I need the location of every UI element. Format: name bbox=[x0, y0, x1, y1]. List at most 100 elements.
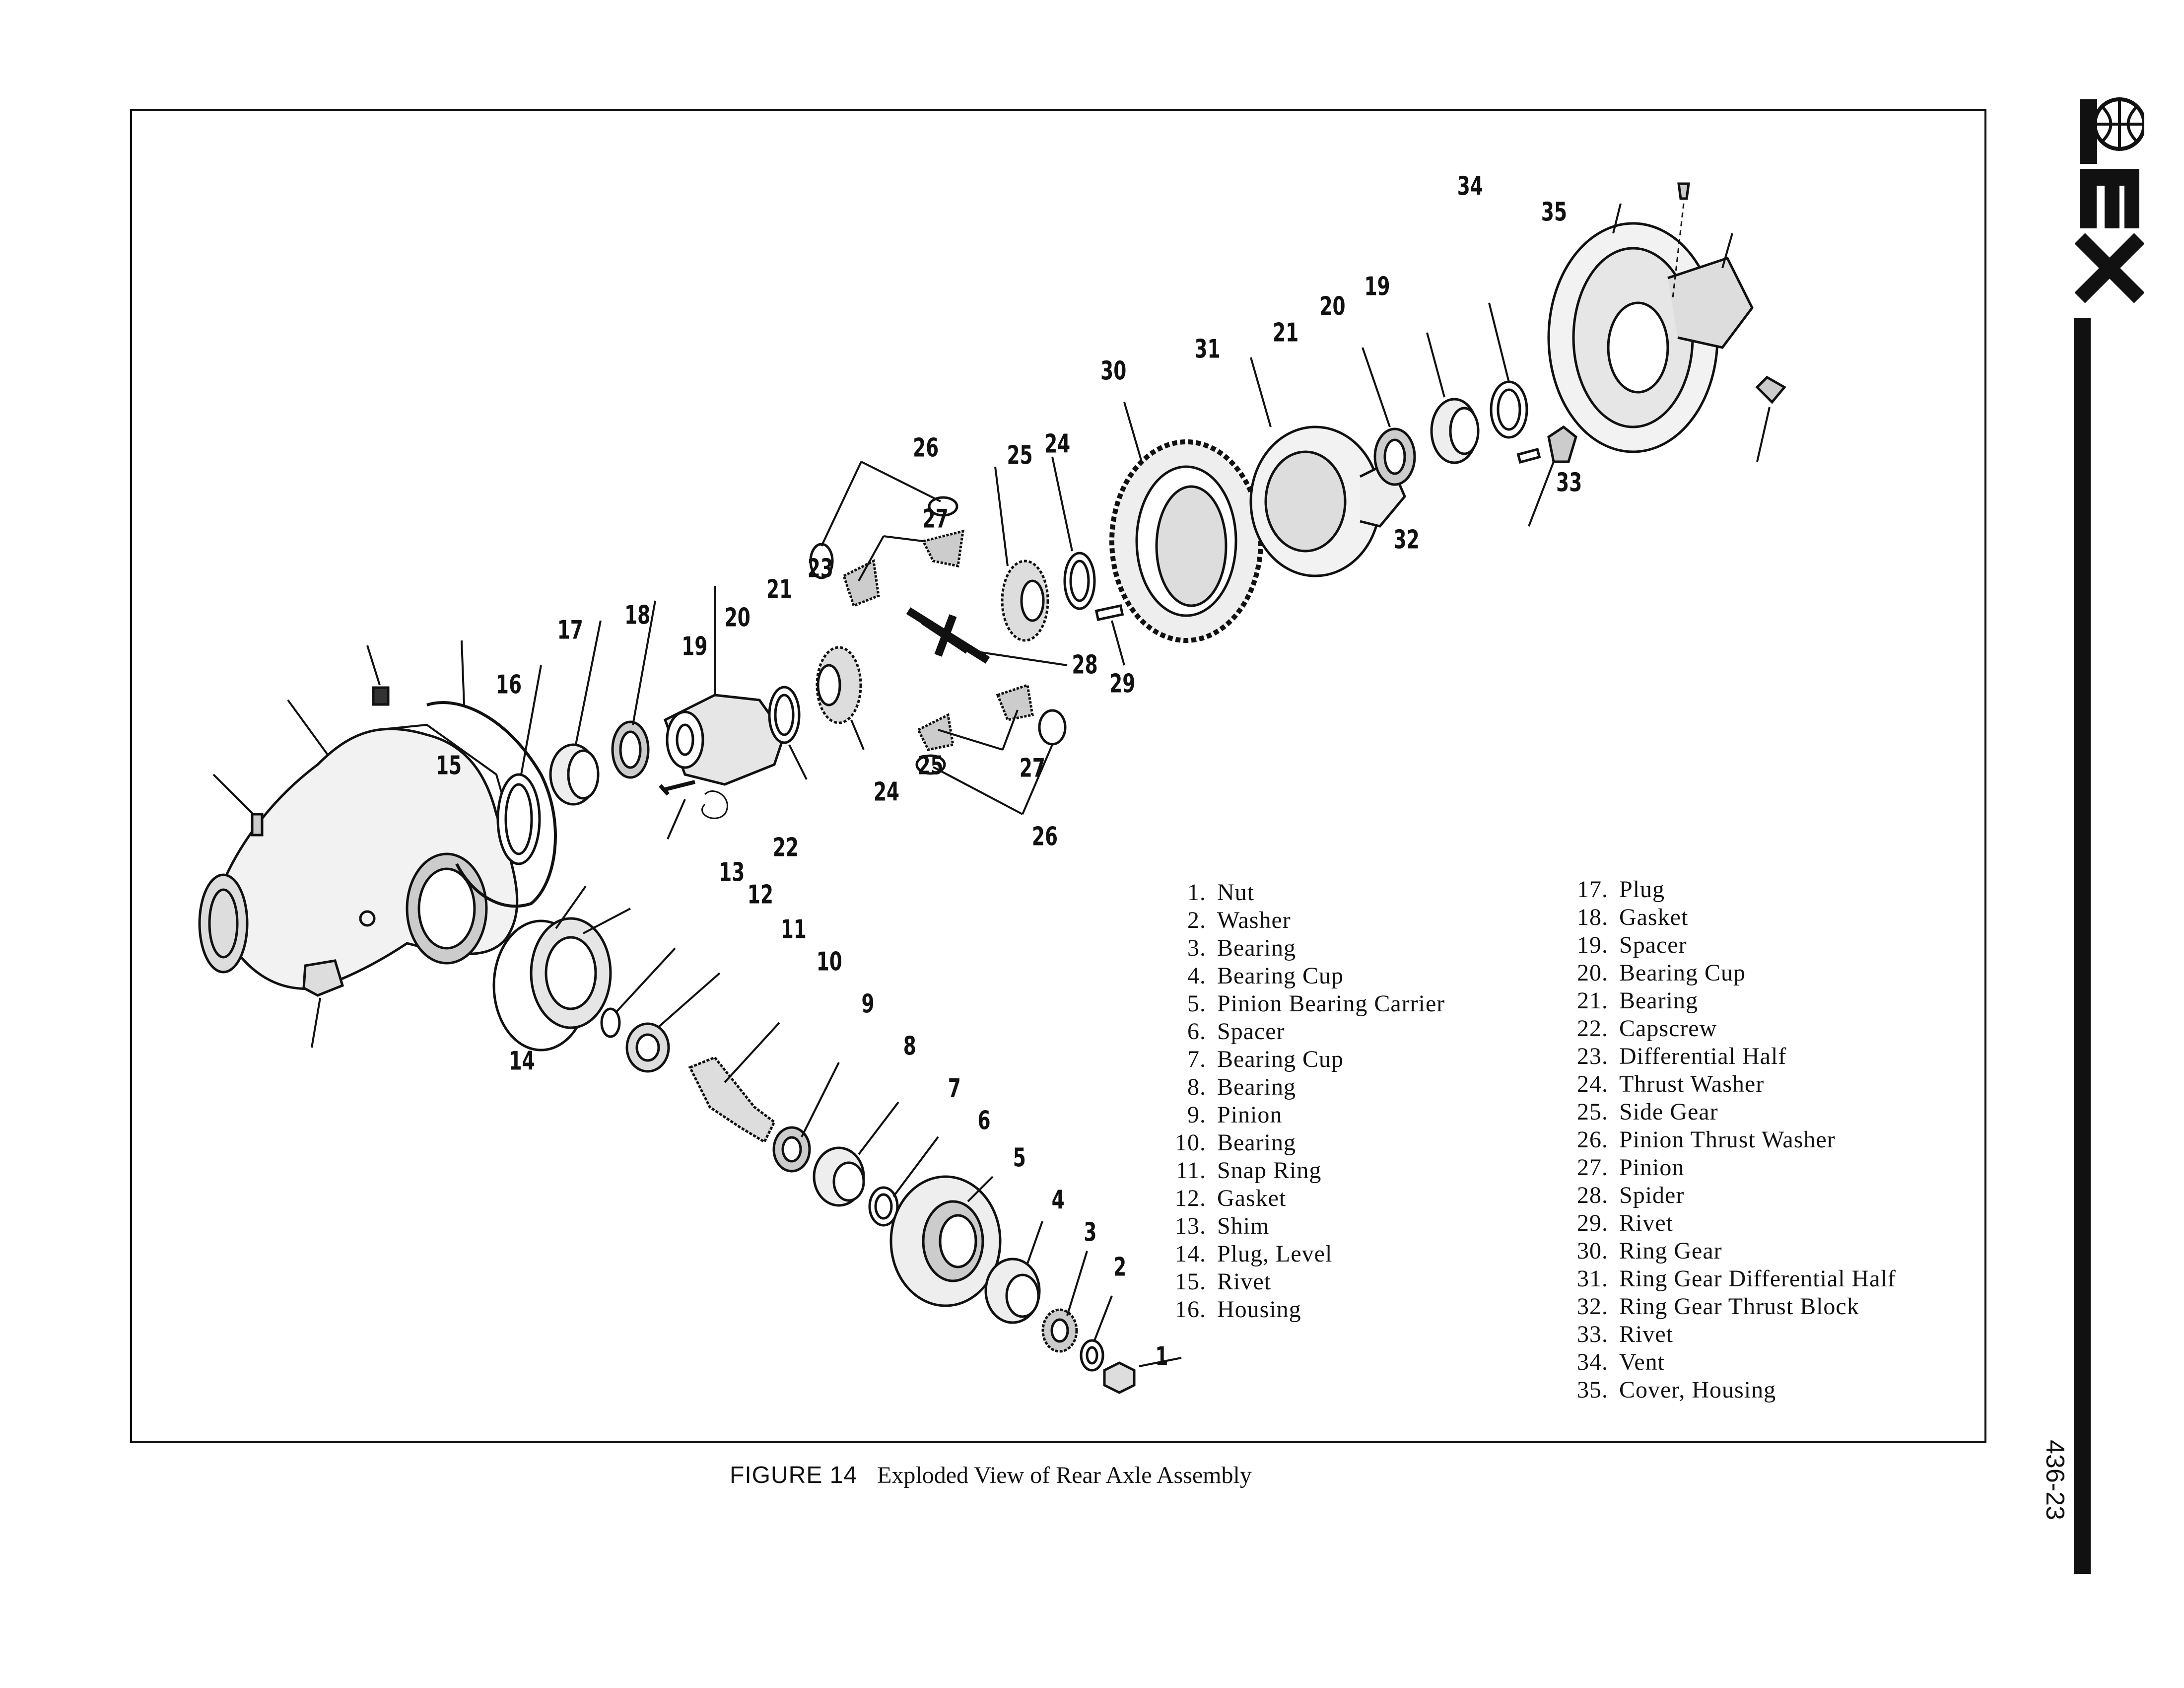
legend-part-name: Bearing Cup bbox=[1217, 963, 1344, 989]
callout-20b: 20 bbox=[1320, 291, 1346, 321]
legend-number: 35. bbox=[1577, 1377, 1608, 1403]
callout-34: 34 bbox=[1457, 171, 1483, 201]
vent-part bbox=[1677, 182, 1690, 200]
callout-17: 17 bbox=[557, 615, 583, 645]
legend-part-name: Plug bbox=[1619, 876, 1665, 903]
legend-number: 25. bbox=[1577, 1099, 1608, 1125]
legend-part-name: Bearing Cup bbox=[1217, 1046, 1344, 1072]
legend-item: 21. Bearing bbox=[1559, 987, 1896, 1015]
legend-part-name: Gasket bbox=[1217, 1185, 1287, 1211]
legend-number: 31. bbox=[1577, 1266, 1608, 1292]
legend-part-name: Cover, Housing bbox=[1619, 1377, 1776, 1403]
ring-gear-part bbox=[1109, 439, 1263, 643]
legend-item: 18.Gasket bbox=[1559, 904, 1896, 931]
callout-27b: 27 bbox=[1020, 753, 1045, 783]
legend-item: 4. Bearing Cup bbox=[1157, 962, 1445, 990]
legend-part-name: Shim bbox=[1217, 1213, 1270, 1239]
legend-part-name: Capscrew bbox=[1619, 1015, 1717, 1042]
legend-part-name: Bearing bbox=[1217, 1074, 1296, 1100]
legend-part-name: Ring Gear bbox=[1619, 1238, 1722, 1264]
pinion-part-27c bbox=[916, 713, 955, 751]
callout-14: 14 bbox=[509, 1046, 535, 1076]
legend-item: 9.Pinion bbox=[1157, 1101, 1445, 1129]
side-rule bbox=[2074, 318, 2091, 1574]
callout-19a: 19 bbox=[682, 631, 707, 661]
legend-number: 7. bbox=[1187, 1046, 1206, 1072]
callout-16: 16 bbox=[496, 669, 522, 700]
callout-2: 2 bbox=[1113, 1252, 1126, 1282]
callout-26a: 26 bbox=[913, 432, 939, 463]
legend-item: 19.Spacer bbox=[1559, 931, 1896, 959]
callout-26b: 26 bbox=[1032, 821, 1058, 851]
legend-number: 4. bbox=[1187, 963, 1206, 989]
legend-part-name: Bearing bbox=[1619, 987, 1698, 1014]
legend-number: 16. bbox=[1175, 1296, 1206, 1323]
legend-part-name: Pinion bbox=[1619, 1154, 1685, 1181]
legend-item: 22.Capscrew bbox=[1559, 1015, 1896, 1043]
legend-item: 1.Nut bbox=[1157, 879, 1445, 907]
legend-part-name: Plug, Level bbox=[1217, 1241, 1333, 1267]
legend-number: 27. bbox=[1577, 1154, 1608, 1181]
legend-item: 33. Rivet bbox=[1559, 1321, 1896, 1348]
legend-item: 29.Rivet bbox=[1559, 1209, 1896, 1237]
callout-3: 3 bbox=[1084, 1217, 1096, 1247]
legend-number: 5. bbox=[1187, 990, 1206, 1017]
legend-part-name: Spacer bbox=[1619, 932, 1687, 958]
callout-27a: 27 bbox=[923, 503, 949, 534]
legend-item: 20.Bearing Cup bbox=[1559, 959, 1896, 987]
callout-7: 7 bbox=[948, 1073, 961, 1103]
figure-label: FIGURE 14 bbox=[730, 1462, 858, 1488]
legend-part-name: Snap Ring bbox=[1217, 1157, 1322, 1184]
legend-item: 2.Washer bbox=[1157, 907, 1445, 934]
legend-number: 6. bbox=[1187, 1018, 1206, 1045]
legend-item: 13. Shim bbox=[1157, 1212, 1445, 1240]
legend-number: 9. bbox=[1187, 1102, 1206, 1128]
rivet-part-15 bbox=[251, 813, 264, 837]
legend-part-name: Bearing Cup bbox=[1619, 960, 1746, 986]
legend-number: 15. bbox=[1175, 1268, 1206, 1295]
callout-19b: 19 bbox=[1365, 271, 1390, 301]
figure-caption: FIGURE 14 Exploded View of Rear Axle Ass… bbox=[730, 1462, 1252, 1489]
pinion-part-27b bbox=[921, 529, 965, 567]
legend-item: 27. Pinion bbox=[1559, 1154, 1896, 1182]
legend-part-name: Thrust Washer bbox=[1619, 1071, 1765, 1097]
ring-gear-differential-half-part bbox=[1249, 425, 1406, 577]
callout-15: 15 bbox=[436, 750, 462, 780]
legend-item: 8.Bearing bbox=[1157, 1073, 1445, 1101]
legend-number: 32. bbox=[1577, 1293, 1608, 1320]
callout-18: 18 bbox=[624, 600, 650, 630]
callout-10: 10 bbox=[817, 946, 842, 977]
differential-half-part bbox=[663, 694, 786, 786]
legend-part-name: Rivet bbox=[1619, 1321, 1673, 1347]
pinion-thrust-washer-part-26d bbox=[1038, 709, 1067, 746]
legend-item: 32.Ring Gear Thrust Block bbox=[1559, 1293, 1896, 1321]
legend-number: 14. bbox=[1175, 1241, 1206, 1267]
nut-part bbox=[1103, 1361, 1136, 1394]
legend-number: 13. bbox=[1175, 1213, 1206, 1239]
rex-logo bbox=[2075, 97, 2144, 303]
rivet-part-29 bbox=[1094, 604, 1124, 621]
plug-level-part bbox=[302, 959, 344, 997]
housing-part bbox=[198, 723, 519, 990]
legend-item: 24.Thrust Washer bbox=[1559, 1070, 1896, 1098]
legend-item: 23.Differential Half bbox=[1559, 1043, 1896, 1070]
legend-item: 5.Pinion Bearing Carrier bbox=[1157, 990, 1445, 1018]
legend-part-name: Housing bbox=[1217, 1296, 1301, 1323]
legend-part-name: Spider bbox=[1619, 1182, 1685, 1208]
spacer-part-19a bbox=[496, 773, 541, 865]
legend-item: 28.Spider bbox=[1559, 1182, 1896, 1209]
legend-item: 3.Bearing bbox=[1157, 934, 1445, 962]
legend-number: 21. bbox=[1577, 987, 1608, 1014]
callout-25a: 25 bbox=[918, 750, 944, 780]
side-gear-part-25b bbox=[1001, 560, 1049, 642]
legend-number: 33. bbox=[1577, 1321, 1608, 1347]
legend-item: 11.Snap Ring bbox=[1157, 1157, 1445, 1185]
legend-item: 14. Plug, Level bbox=[1157, 1240, 1445, 1268]
legend-number: 23. bbox=[1577, 1043, 1608, 1069]
legend-number: 10. bbox=[1175, 1129, 1206, 1156]
pinion-part-9 bbox=[688, 1055, 776, 1144]
callout-21a: 21 bbox=[766, 574, 792, 604]
callout-8: 8 bbox=[903, 1031, 916, 1061]
